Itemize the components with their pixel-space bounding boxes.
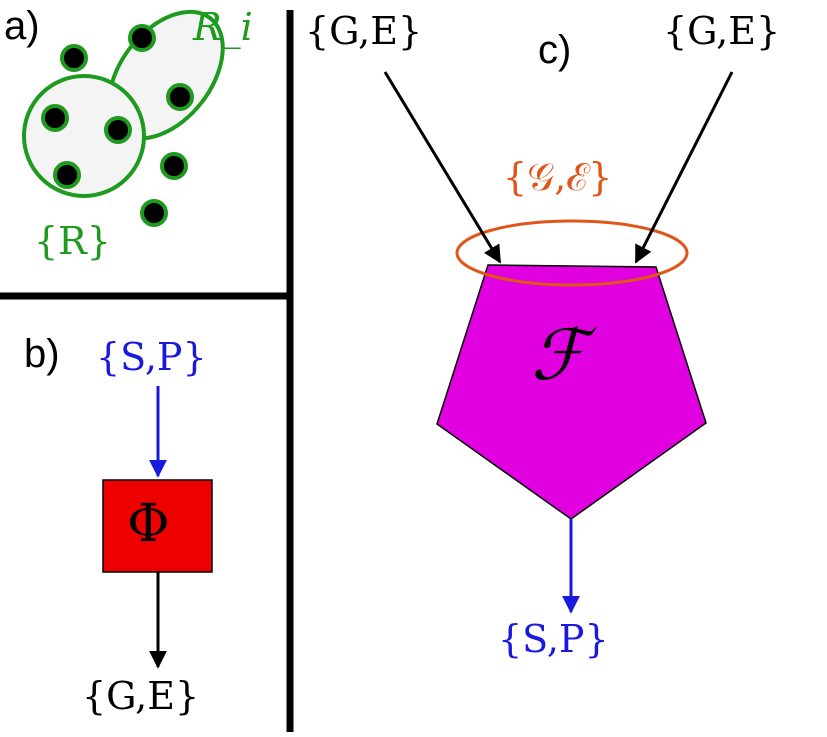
c-left-input-arrow: [383, 71, 502, 264]
panel-c-letter: c): [538, 28, 572, 72]
particles: [41, 24, 194, 227]
f-symbol: ℱ: [531, 314, 587, 396]
c-left-input-label: {G,E}: [305, 9, 423, 53]
phi-box: [102, 479, 213, 573]
panel-a-clusters: [22, 9, 225, 227]
particle: [160, 152, 188, 180]
particle: [41, 104, 69, 132]
particle: [140, 199, 168, 227]
particle: [128, 24, 156, 52]
subcluster-label-text: R_i: [193, 5, 253, 49]
c-output-label: {S,P}: [498, 617, 609, 661]
combined-label: {𝒢,ℰ}: [503, 155, 613, 199]
panel-a-letter: a): [4, 4, 40, 48]
panel-b-letter: b): [24, 332, 60, 376]
phi-symbol: Φ: [127, 494, 170, 554]
particle: [166, 83, 194, 111]
cluster-label: {R}: [34, 219, 111, 263]
particle: [53, 161, 81, 189]
c-right-input-label: {G,E}: [663, 9, 781, 53]
particle: [104, 116, 132, 144]
c-right-input-arrow: [634, 71, 734, 264]
subcluster-label: R_i: [193, 8, 253, 46]
particle: [60, 44, 88, 72]
combined-ellipse: [455, 219, 689, 287]
b-output-label: {G,E}: [82, 674, 200, 718]
b-input-label: {S,P}: [96, 335, 207, 379]
f-pentagon: [436, 264, 707, 520]
